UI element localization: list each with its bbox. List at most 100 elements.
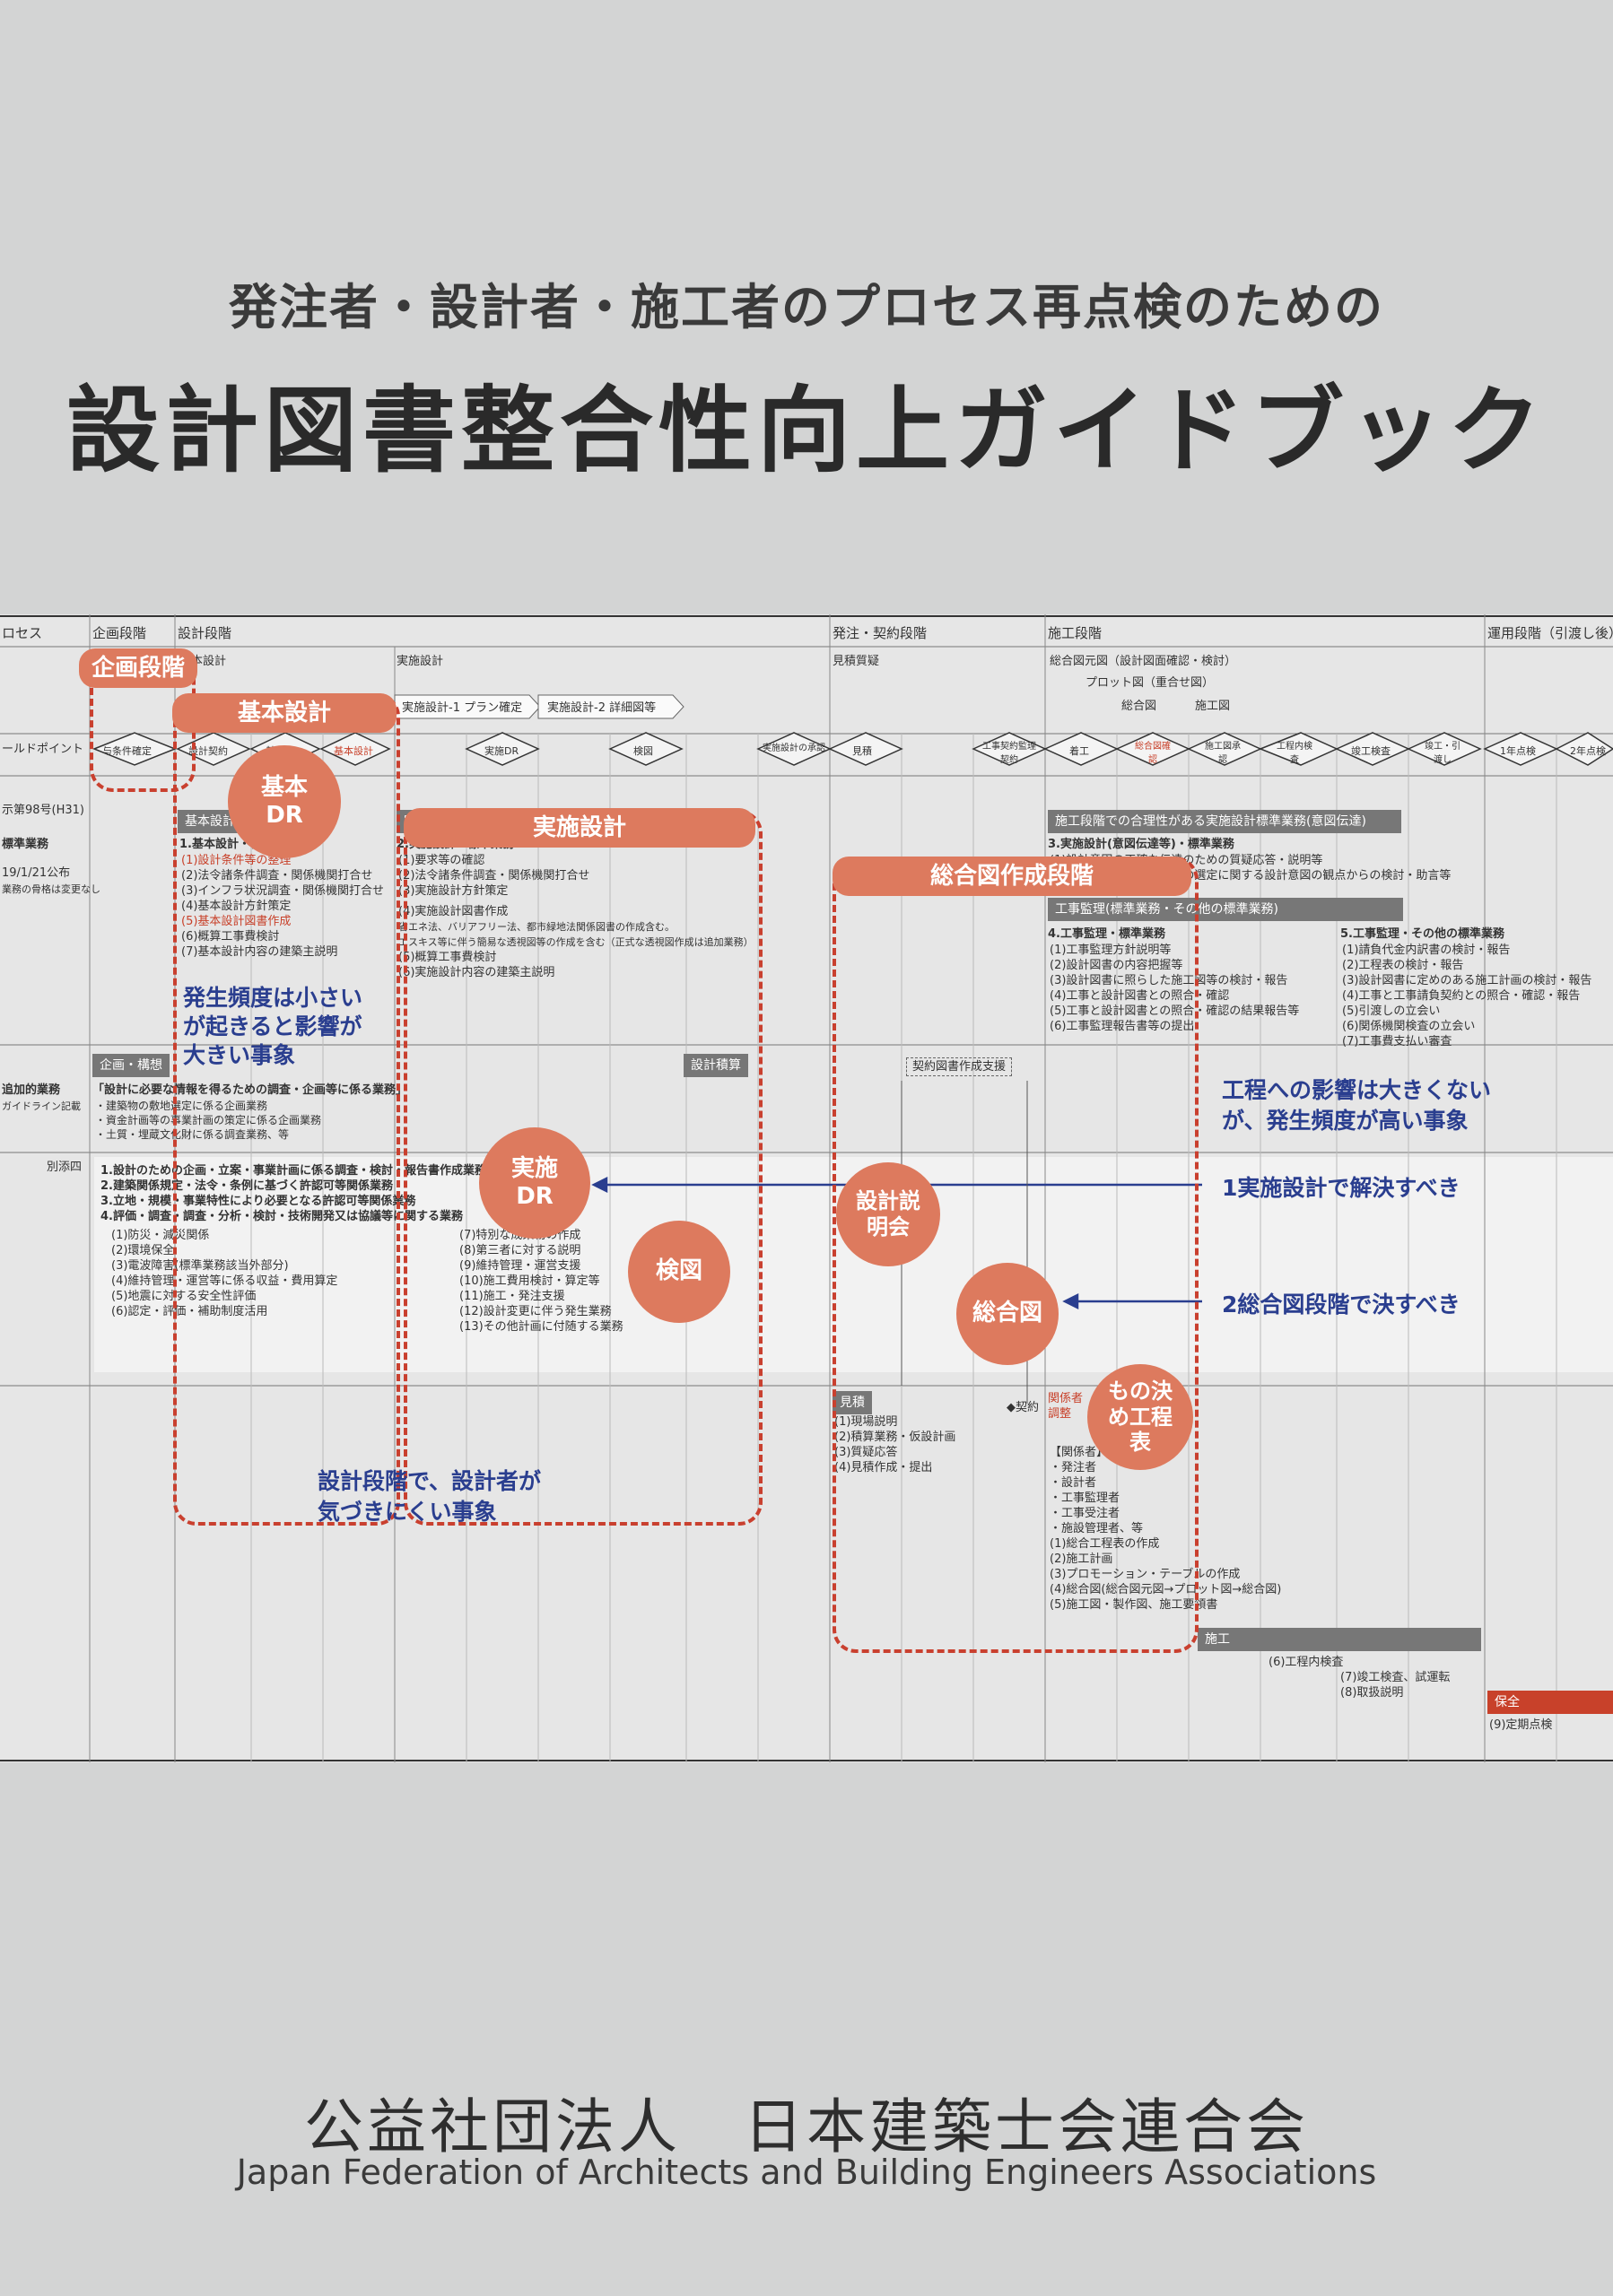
annotation-high-frequency: 工程への影響は大きくない が、発生頻度が高い事象 [1222, 1075, 1491, 1136]
construction-item: (5)引渡しの立会い [1342, 1004, 1441, 1018]
phase-construction: 施工段階 [1048, 625, 1103, 641]
mitsumori-item: (4)見積作成・提出 [834, 1461, 933, 1474]
row-label-date: 19/1/21公布 [2, 866, 71, 880]
basic-item: (4)基本設計方針策定 [181, 900, 292, 913]
mitsumori-item: (1)現場説明 [834, 1415, 898, 1429]
subphase-plot: プロット図（重合せ図） [1086, 676, 1215, 690]
construction-list5: (1)請負代金内訳書の検討・報告 (2)工程表の検討・報告 (3)設計図書に定め… [1342, 943, 1591, 1049]
detailed-item: エスキス等に伴う簡易な透視図等の作成を含む（正式な透視図作成は追加業務） [398, 936, 754, 948]
circle-jisshi-dr: 実施DR [479, 1127, 590, 1239]
subphase-estimate: 見積質疑 [833, 655, 880, 668]
attachment-item: 3.立地・規模・事業特性により必要となる許認可等関係業務 [100, 1195, 416, 1208]
step-item: (1)総合工程表の作成 [1050, 1537, 1160, 1551]
calc-bar: 設計積算 [684, 1054, 748, 1077]
attachment-item: (13)その他計画に付随する業務 [459, 1320, 623, 1334]
mitsumori-item: (3)質疑応答 [834, 1446, 898, 1459]
construction-item: (2)設計図書の内容把握等 [1050, 959, 1183, 972]
basic-list: (1)設計条件等の整理 (2)法令諸条件調査・関係機関打合せ (3)インフラ状況… [181, 853, 384, 960]
milestone-14: 竣工・引渡し [1425, 742, 1460, 765]
basic-item: (7)基本設計内容の建築主説明 [181, 945, 338, 959]
subphase-detailed: 実施設計 [397, 655, 444, 668]
member-item: ・工事監理者 [1050, 1492, 1120, 1505]
row-label-process: ロセス [2, 625, 43, 641]
annotation-solve-detailed: 1実施設計で解決すべき [1222, 1175, 1460, 1201]
subphase-plan2: 実施設計-2 詳細図等 [547, 701, 657, 715]
publisher-japanese: 公益社団法人 日本建築士会連合会 [304, 2092, 1309, 2161]
phase-operation: 運用段階（引渡し後） [1487, 625, 1613, 641]
milestone-3: 基本設計 [334, 745, 373, 757]
milestone-0: 与条件確定 [102, 745, 152, 757]
row-label-attachment: 別添四 [47, 1161, 83, 1174]
contract-mark: ◆契約 [1007, 1401, 1039, 1414]
cover-title: 設計図書整合性向上ガイドブック [65, 376, 1547, 485]
detailed-item: (2)法令諸条件調査・関係機関打合せ [398, 869, 590, 883]
basic-item: (6)概算工事費検討 [181, 930, 280, 944]
milestone-13: 竣工検査 [1351, 745, 1391, 757]
tag-kihon: 基本設計 [172, 693, 397, 733]
member-item: ・発注者 [1050, 1461, 1097, 1474]
detailed-item: (1)要求等の確認 [398, 854, 485, 867]
construction-item: (4)工事と設計図書との照合・確認 [1050, 989, 1230, 1003]
construction-item: (6)関係機関検査の立会い [1342, 1020, 1476, 1033]
annotation-line: が起きると影響が [183, 1013, 362, 1039]
basic-item: (2)法令諸条件調査・関係機関打合せ [181, 869, 373, 883]
annotation-line: 設計段階で、設計者が [318, 1468, 542, 1494]
milestone-8: 工事契約監理契約 [982, 742, 1036, 765]
phase-order: 発注・契約段階 [833, 625, 928, 641]
construction-title4: 4.工事監理・標準業務 [1048, 927, 1165, 941]
planning-bar: 企画・構想 [92, 1054, 170, 1077]
row-label-standard: 標準業務 [2, 838, 49, 851]
construction-list4: (1)工事監理方針説明等 (2)設計図書の内容把握等 (3)設計図書に照らした施… [1050, 943, 1299, 1034]
member-item: ・工事受注者 [1050, 1507, 1120, 1520]
construction-item: (3)設計図書に定めのある施工計画の検討・報告 [1342, 974, 1592, 987]
circle-kenzu: 検図 [628, 1221, 730, 1323]
attachment-item: (10)施工費用検討・算定等 [459, 1274, 600, 1288]
phase-design: 設計段階 [178, 625, 232, 641]
tag-kikaku: 企画段階 [79, 648, 197, 688]
mitsumori-bar: 見積 [833, 1391, 872, 1414]
seko-bar: 施工 [1198, 1628, 1481, 1651]
member-item: ・設計者 [1050, 1476, 1097, 1490]
construction-item: (1)工事監理方針説明等 [1050, 944, 1172, 957]
construction-item: (5)工事と設計図書との照合・確認の結果報告等 [1050, 1004, 1300, 1018]
detailed-item: (4)実施設計図書作成 [398, 905, 509, 918]
planning-item: ・土質・埋蔵文化財に係る調査業務、等 [95, 1128, 290, 1141]
subphase-plan1: 実施設計-1 プラン確定 [402, 701, 523, 715]
tag-sogo: 総合図作成段階 [833, 857, 1191, 896]
annotation-solve-sogozu: 2総合図段階で決すべき [1222, 1292, 1460, 1318]
step-item: (5)施工図・製作図、施工要領書 [1050, 1598, 1218, 1612]
construction-item: (3)設計図書に照らした施工図等の検討・報告 [1050, 974, 1288, 987]
planning-item: ・資金計画等の事業計画の策定に係る企画業務 [95, 1114, 322, 1126]
detailed-item: (3)実施設計方針策定 [398, 884, 509, 898]
row-label-milestone: ールドポイント [2, 743, 84, 756]
attachment-item: (6)認定・評価・補助制度活用 [111, 1305, 268, 1318]
circle-kihon-dr: 基本DR [228, 745, 341, 858]
hozen-bar: 保全 [1487, 1691, 1613, 1714]
seko-item: (8)取扱説明 [1340, 1686, 1404, 1700]
step-item: (2)施工計画 [1050, 1552, 1113, 1566]
kankei-label: 関係者調整 [1048, 1392, 1084, 1421]
milestone-7: 見積 [852, 745, 872, 757]
attachment-right-list: (7)特別な成果物の作成 (8)第三者に対する説明 (9)維持管理・運営支援 (… [459, 1228, 623, 1335]
attachment-item: (9)維持管理・運営支援 [459, 1259, 581, 1273]
attachment-item: 1.設計のための企画・立案・事業計画に係る調査・検討・報告書作成業務 [100, 1164, 486, 1178]
attachment-item: (8)第三者に対する説明 [459, 1244, 581, 1257]
subphase-sogozu: 総合図 [1121, 700, 1157, 713]
mitsumori-list: (1)現場説明 (2)積算業務・仮設計画 (3)質疑応答 (4)見積作成・提出 [834, 1414, 955, 1475]
seko-item: (7)竣工検査、試運転 [1340, 1671, 1451, 1684]
cover-subtitle: 発注者・設計者・施工者のプロセス再点検のための [229, 279, 1384, 335]
publisher-english: Japan Federation of Architects and Build… [236, 2152, 1377, 2192]
process-chart: ロセス 企画段階 設計段階 発注・契約段階 施工段階 運用段階（引渡し後） 基本… [0, 614, 1613, 1762]
milestone-6: 実施設計の承認 [763, 744, 825, 753]
planning-item: ・建築物の敷地選定に係る企画業務 [95, 1100, 268, 1112]
row-label-notice: 示第98号(H31) [2, 804, 85, 817]
attachment-item: (11)施工・発注支援 [459, 1290, 565, 1303]
subphase-shop: 総合図元図（設計図面確認・検討） [1050, 655, 1237, 668]
circle-sogozu: 総合図 [956, 1263, 1059, 1365]
step-item: (3)プロモーション・テーブルの作成 [1050, 1568, 1241, 1581]
annotation-line: が、発生頻度が高い事象 [1222, 1108, 1469, 1134]
annotation-line: 工程への影響は大きくない [1222, 1077, 1492, 1103]
annotation-line: 大きい事象 [183, 1042, 296, 1068]
detailed-item: (5)概算工事費検討 [398, 951, 497, 964]
members-list: 【関係者】 ・発注者 ・設計者 ・工事監理者 ・工事受注者 ・施設管理者、等 (… [1050, 1445, 1281, 1613]
